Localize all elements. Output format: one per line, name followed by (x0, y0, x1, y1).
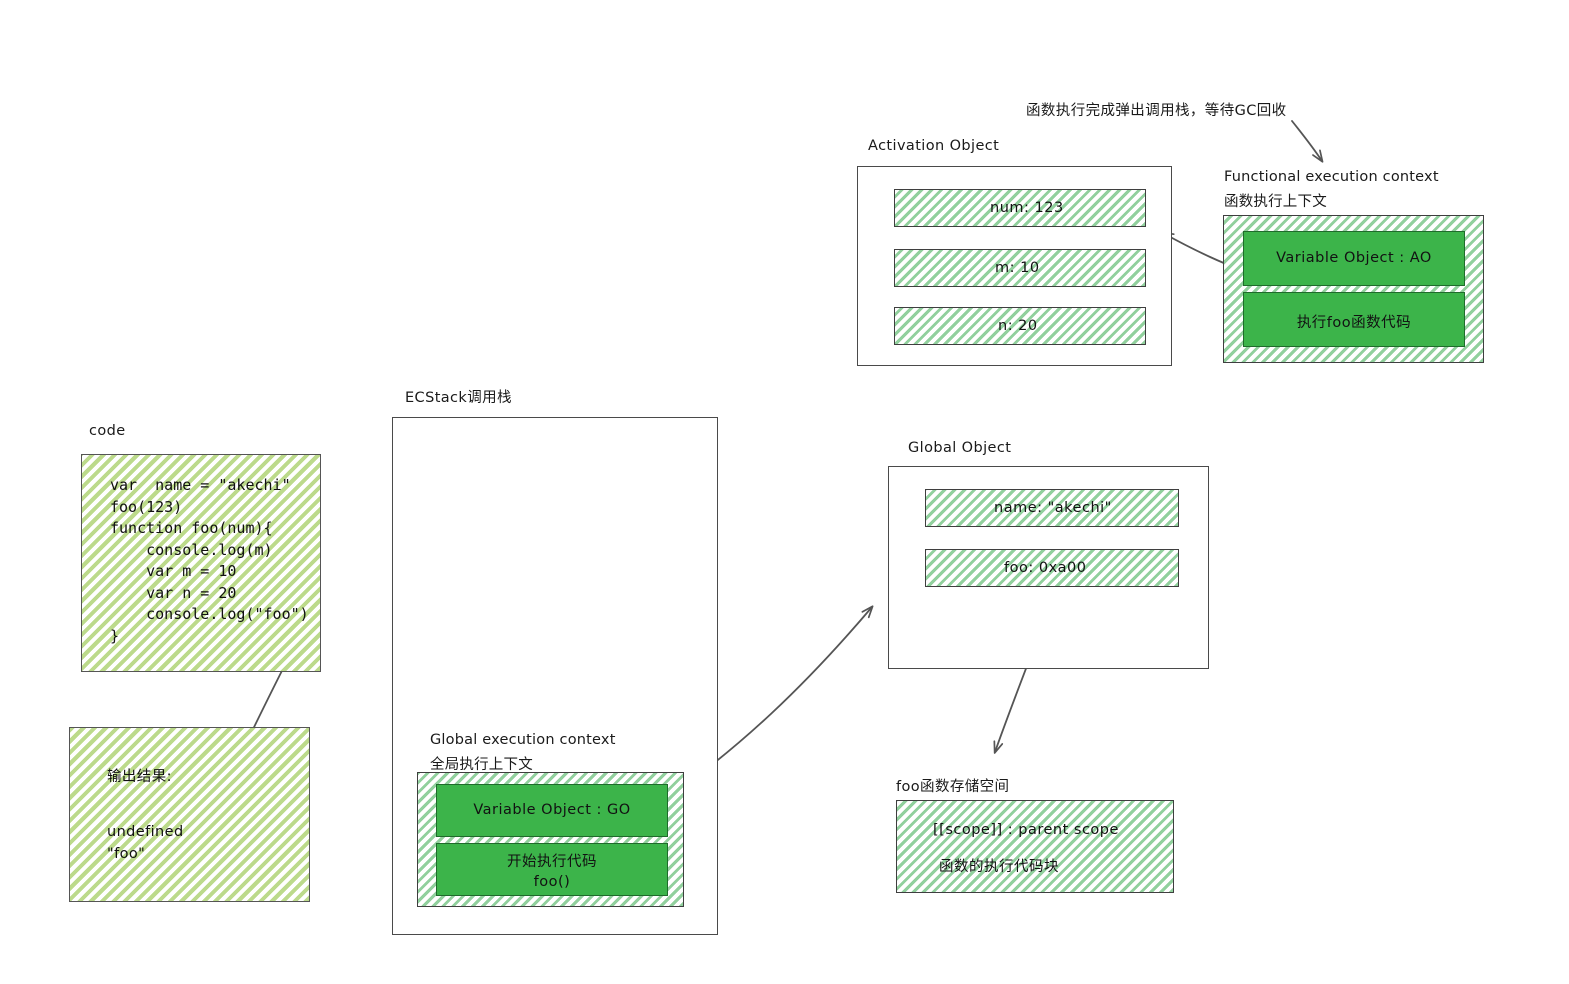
output-box: 输出结果: undefined "foo" (69, 727, 310, 902)
functional-variable-object-label: Variable Object : AO (1276, 250, 1432, 266)
code-box: var name = "akechi" foo(123) function fo… (81, 454, 321, 672)
code-text: var name = "akechi" foo(123) function fo… (110, 476, 309, 645)
global-variable-object-label: Variable Object : GO (473, 802, 631, 818)
global-object-row: name: "akechi" (925, 489, 1179, 527)
output-heading: 输出结果: (107, 769, 172, 785)
global-execution-context-box: Variable Object : GO 开始执行代码 foo() (417, 772, 684, 907)
activation-row-label: n: 20 (998, 318, 1038, 334)
activation-row-label: m: 10 (995, 260, 1040, 276)
global-object-box: name: "akechi" foo: 0xa00 (888, 466, 1209, 669)
foo-storage-caption: foo函数存储空间 (896, 779, 1010, 795)
functional-running-code-label: 执行foo函数代码 (1296, 315, 1412, 331)
global-object-caption: Global Object (908, 440, 1012, 456)
global-context-title-en: Global execution context (430, 732, 616, 748)
global-object-row-label: foo: 0xa00 (1004, 560, 1087, 576)
foo-storage-code-label: 函数的执行代码块 (939, 859, 1059, 875)
global-variable-object-box: Variable Object : GO (436, 784, 668, 837)
functional-context-title-en: Functional execution context (1224, 169, 1439, 185)
activation-object-box: num: 123 m: 10 n: 20 (857, 166, 1172, 366)
gc-note-text: 函数执行完成弹出调用栈，等待GC回收 (1026, 103, 1287, 119)
global-running-code-box: 开始执行代码 foo() (436, 843, 668, 896)
foo-storage-box: [[scope]] : parent scope 函数的执行代码块 (896, 800, 1174, 893)
code-caption: code (89, 423, 126, 439)
global-object-row: foo: 0xa00 (925, 549, 1179, 587)
activation-row: m: 10 (894, 249, 1146, 287)
activation-row: num: 123 (894, 189, 1146, 227)
global-context-title-zh: 全局执行上下文 (430, 757, 533, 773)
output-lines: undefined "foo" (107, 824, 184, 862)
functional-running-code-box: 执行foo函数代码 (1243, 292, 1465, 347)
foo-storage-scope-label: [[scope]] : parent scope (933, 822, 1119, 838)
activation-row-label: num: 123 (990, 200, 1064, 216)
activation-object-caption: Activation Object (868, 138, 1000, 154)
activation-row: n: 20 (894, 307, 1146, 345)
arrow-gc-to-functional-context (1291, 120, 1324, 163)
global-running-code-label: 开始执行代码 foo() (507, 854, 597, 890)
functional-execution-context-box: Variable Object : AO 执行foo函数代码 (1223, 215, 1484, 363)
functional-variable-object-box: Variable Object : AO (1243, 231, 1465, 286)
functional-context-title-zh: 函数执行上下文 (1224, 194, 1327, 210)
global-object-row-label: name: "akechi" (994, 500, 1112, 516)
ecstack-caption: ECStack调用栈 (405, 390, 512, 406)
